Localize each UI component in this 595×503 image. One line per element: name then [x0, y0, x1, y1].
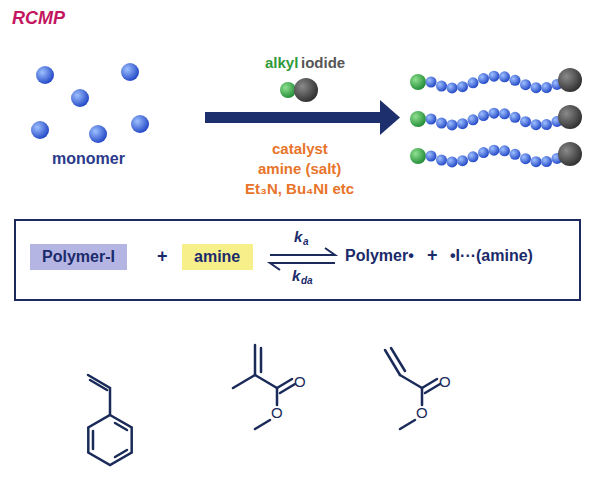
polymer-chain	[410, 68, 582, 93]
condition-label: amine (salt)	[258, 160, 341, 177]
polymer-chain	[410, 105, 582, 130]
reagent-label: iodide	[301, 54, 345, 71]
rate-constant: k	[292, 267, 300, 284]
condition-label: catalyst	[272, 140, 328, 157]
radical-label: Polymer•	[345, 247, 414, 265]
monomer-label: monomer	[52, 150, 125, 168]
equation-frame	[15, 220, 580, 300]
amine-box: amine	[182, 244, 253, 270]
monomer-structures	[88, 345, 440, 465]
reaction-arrow	[205, 100, 400, 135]
atom-label: O	[416, 404, 428, 421]
radical-label: •I···(amine)	[450, 247, 533, 265]
plus-sign: +	[427, 245, 438, 266]
polymer-chains	[410, 68, 582, 167]
atom-label: O	[271, 404, 283, 421]
rate-subscript: a	[303, 236, 309, 248]
rate-subscript: da	[301, 275, 313, 287]
figure-title: RCMP	[12, 8, 65, 29]
atom-label: O	[294, 373, 306, 390]
atom-label: O	[439, 373, 451, 390]
polymer-chain	[410, 142, 582, 167]
reagent-label: alkyl	[265, 54, 298, 71]
condition-label: Et₃N, Bu₄NI etc	[245, 180, 354, 197]
equilibrium-arrows	[270, 248, 335, 270]
monomer-dots	[31, 63, 149, 143]
node-text: amine	[194, 247, 241, 266]
rate-constant: k	[294, 228, 302, 245]
polymer-box: Polymer-I	[30, 244, 127, 270]
alkyl-iodide-balls	[280, 78, 318, 102]
node-text: Polymer-I	[42, 247, 115, 266]
plus-sign: +	[157, 246, 168, 267]
